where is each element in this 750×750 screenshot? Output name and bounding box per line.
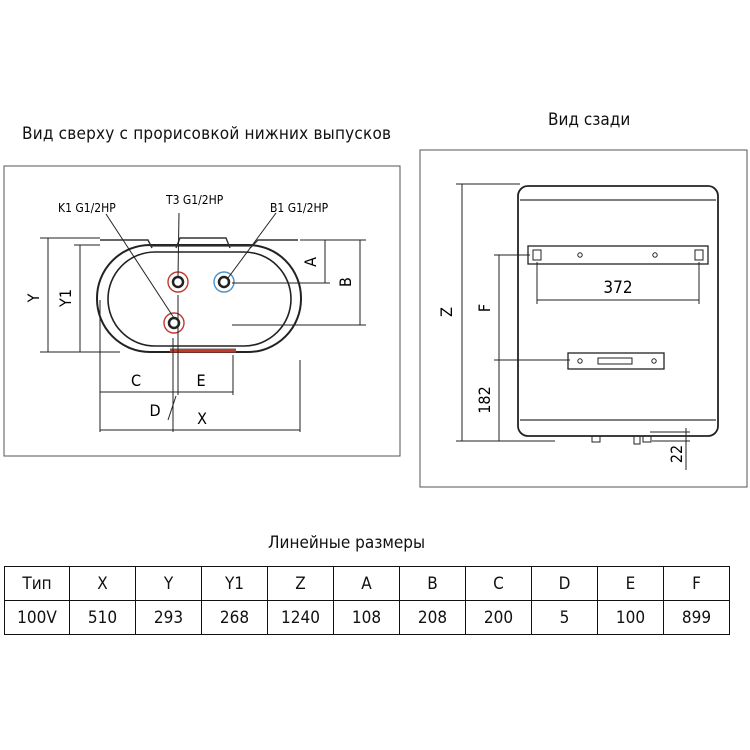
header-cell: E <box>597 566 664 601</box>
back-pipe-3 <box>642 435 652 443</box>
table-row: 100V 510 293 268 1240 108 208 200 5 100 … <box>4 600 730 635</box>
dim-f-label: F <box>475 304 494 312</box>
top-bar-slot-right <box>694 249 704 261</box>
table-cell: 100V <box>4 600 70 635</box>
dimensions-table: Тип X Y Y1 Z A B C D E F 100V 510 293 26… <box>4 566 730 635</box>
top-mounting-bar <box>527 245 709 265</box>
header-cell: Z <box>267 566 334 601</box>
table-cell: 510 <box>69 600 136 635</box>
dim-a-label: A <box>301 257 320 267</box>
dim-d-leader <box>167 395 177 421</box>
header-cell: Тип <box>4 566 70 601</box>
top-view-title: Вид сверху с прорисовкой нижних выпусков <box>22 124 392 144</box>
table-cell: 5 <box>531 600 598 635</box>
dim-b-label: B <box>336 277 355 287</box>
back-pipe-1 <box>591 435 601 443</box>
header-cell: F <box>663 566 730 601</box>
hot-outlet-pipe <box>171 275 185 289</box>
table-cell: 200 <box>465 600 532 635</box>
header-cell: A <box>333 566 400 601</box>
back-view-title: Вид сзади <box>548 110 631 130</box>
table-cell: 1240 <box>267 600 334 635</box>
dim-182-label: 182 <box>475 386 494 413</box>
header-cell: B <box>399 566 466 601</box>
table-cell: 899 <box>663 600 730 635</box>
back-tank-body <box>517 185 719 437</box>
t3-leader <box>177 212 180 278</box>
table-title: Линейные размеры <box>268 533 426 553</box>
dim-c-label: C <box>131 371 141 390</box>
b1-label: B1 G1/2HP <box>270 201 329 215</box>
cold-inlet-ring <box>213 271 235 293</box>
dim-d-label: D <box>149 401 160 420</box>
cold-inlet-pipe <box>217 275 231 289</box>
dim-y1-label: Y1 <box>56 289 75 308</box>
table-cell: 293 <box>135 600 202 635</box>
k1-leader <box>105 213 175 319</box>
bottom-bar-slot <box>597 357 633 365</box>
b1-leader <box>227 212 277 279</box>
bottom-mounting-bar <box>567 352 665 370</box>
table-cell: 108 <box>333 600 400 635</box>
bottom-bar-hole-right <box>651 358 657 364</box>
dim-22-label: 22 <box>667 445 686 463</box>
header-cell: Y <box>135 566 202 601</box>
dim-x-label: X <box>197 409 207 428</box>
dim-e-label: E <box>196 371 205 390</box>
drain-outlet-ring <box>163 312 185 334</box>
dim-y-label: Y <box>24 293 43 303</box>
dim-372-label: 372 <box>603 278 632 298</box>
top-bar-hole-1 <box>577 252 583 258</box>
header-cell: D <box>531 566 598 601</box>
back-view-frame <box>419 149 748 488</box>
dim-z-label: Z <box>437 307 456 317</box>
top-bar-hole-2 <box>652 252 658 258</box>
header-cell: C <box>465 566 532 601</box>
table-cell: 268 <box>201 600 268 635</box>
header-cell: Y1 <box>201 566 268 601</box>
header-cell: X <box>69 566 136 601</box>
table-header-row: Тип X Y Y1 Z A B C D E F <box>4 566 730 601</box>
top-view-frame <box>3 165 401 457</box>
table-cell: 208 <box>399 600 466 635</box>
bottom-bar-hole-left <box>577 358 583 364</box>
back-pipe-2 <box>633 435 641 445</box>
table-cell: 100 <box>597 600 664 635</box>
k1-label: K1 G1/2HP <box>58 201 116 215</box>
top-bar-slot-left <box>532 249 542 261</box>
tank-inner-outline <box>107 251 292 347</box>
t3-label: T3 G1/2HP <box>165 193 224 207</box>
